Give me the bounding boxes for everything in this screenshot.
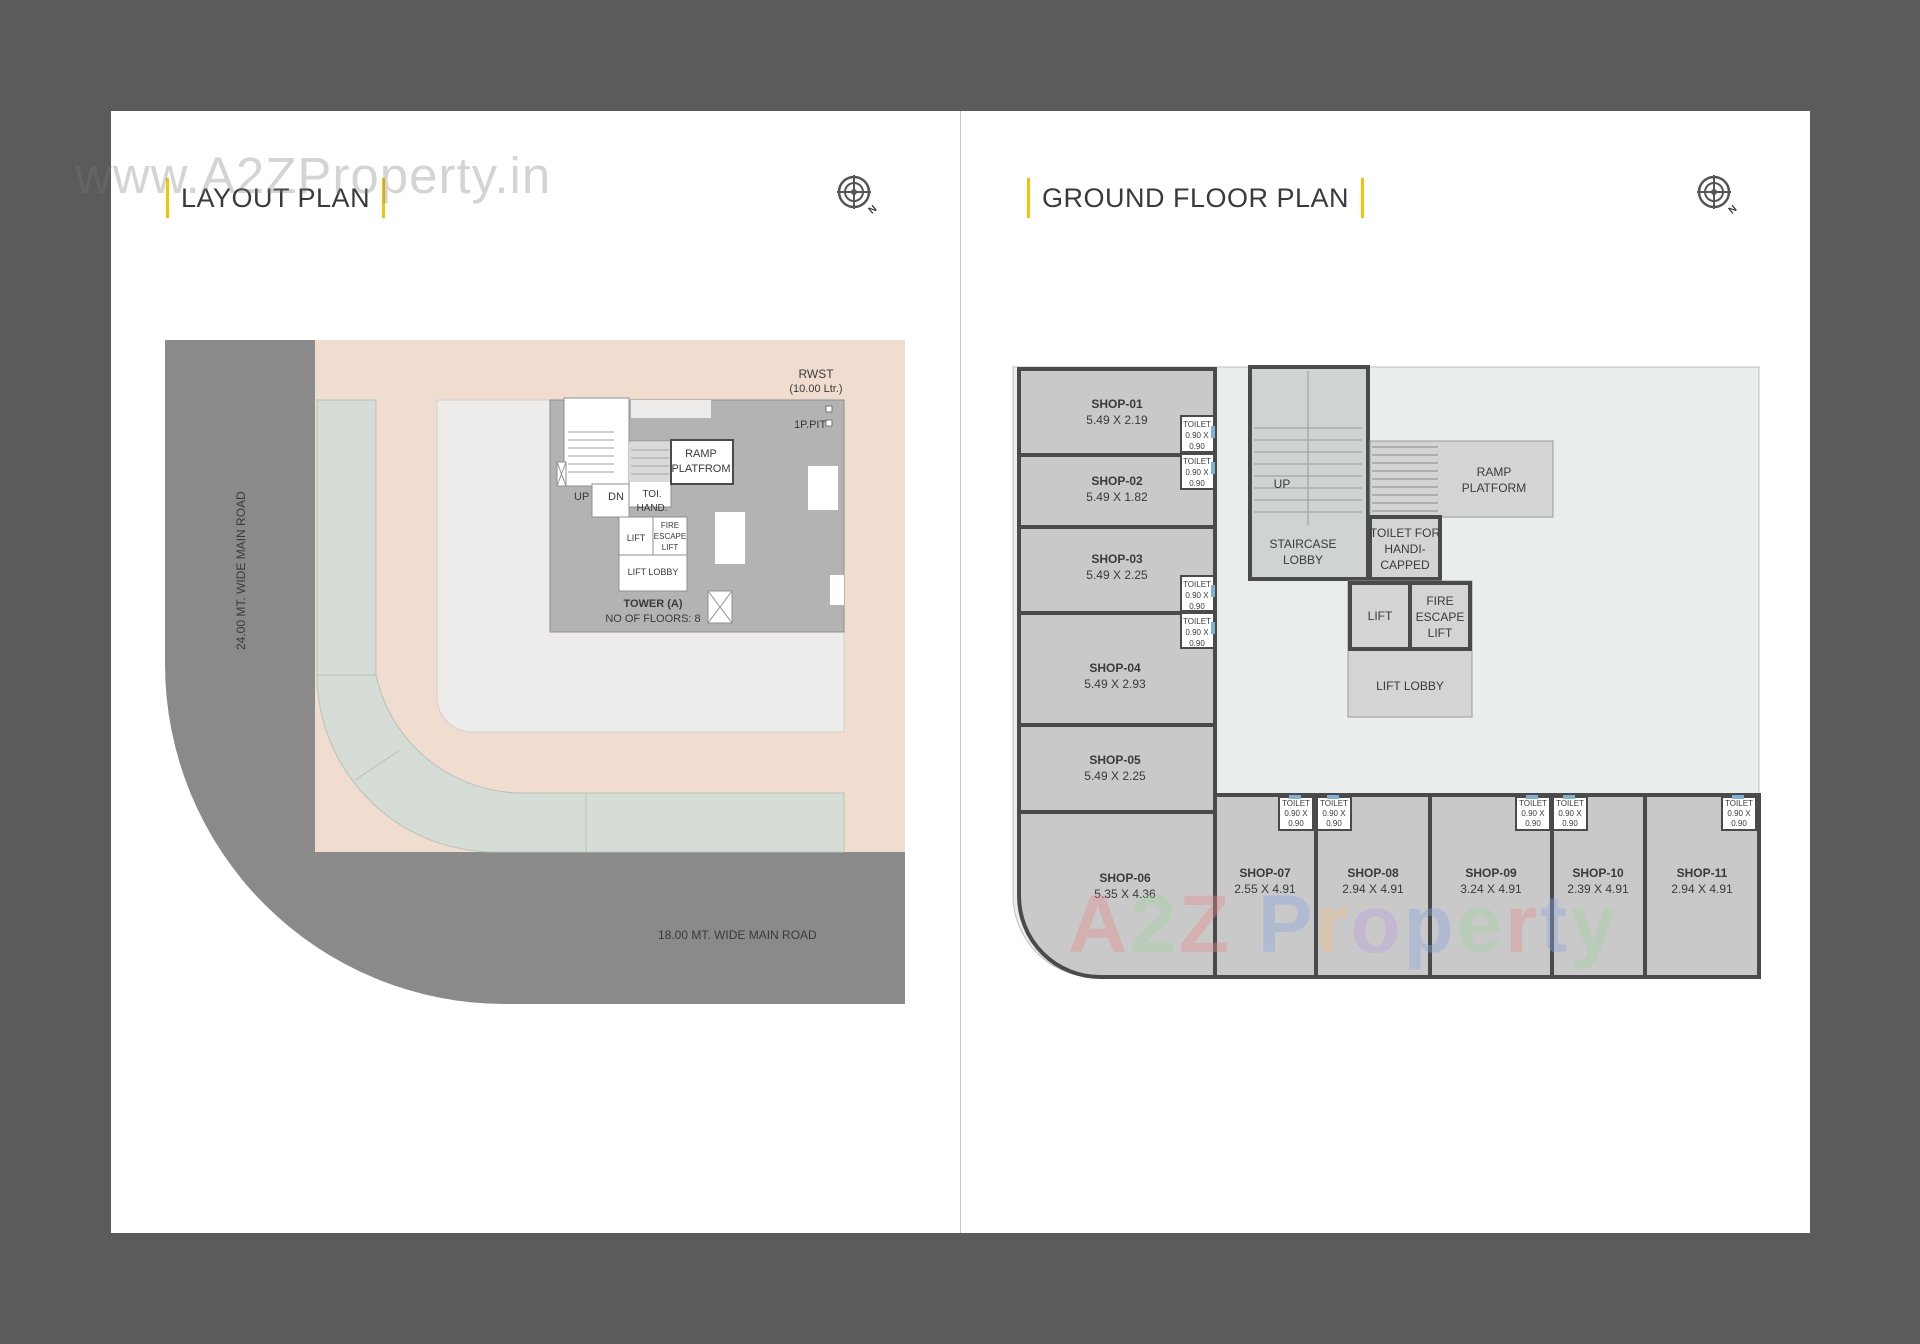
north-compass-icon: N xyxy=(1697,175,1740,217)
watermark-url: www.A2ZProperty.in xyxy=(75,147,552,204)
layout-plan-title: LAYOUT PLAN xyxy=(166,178,386,218)
layout-plan-page xyxy=(111,111,960,1233)
compass-north-label: N xyxy=(1727,204,1740,217)
watermark-brand-logo: A2Z Property xyxy=(1068,879,1619,970)
compass-north-label: N xyxy=(867,204,880,217)
north-compass-icon: N xyxy=(837,175,880,217)
page-spine xyxy=(960,111,961,1233)
ground-floor-plan-page xyxy=(961,111,1810,1233)
ground-floor-plan-title: GROUND FLOOR PLAN xyxy=(1027,178,1365,218)
